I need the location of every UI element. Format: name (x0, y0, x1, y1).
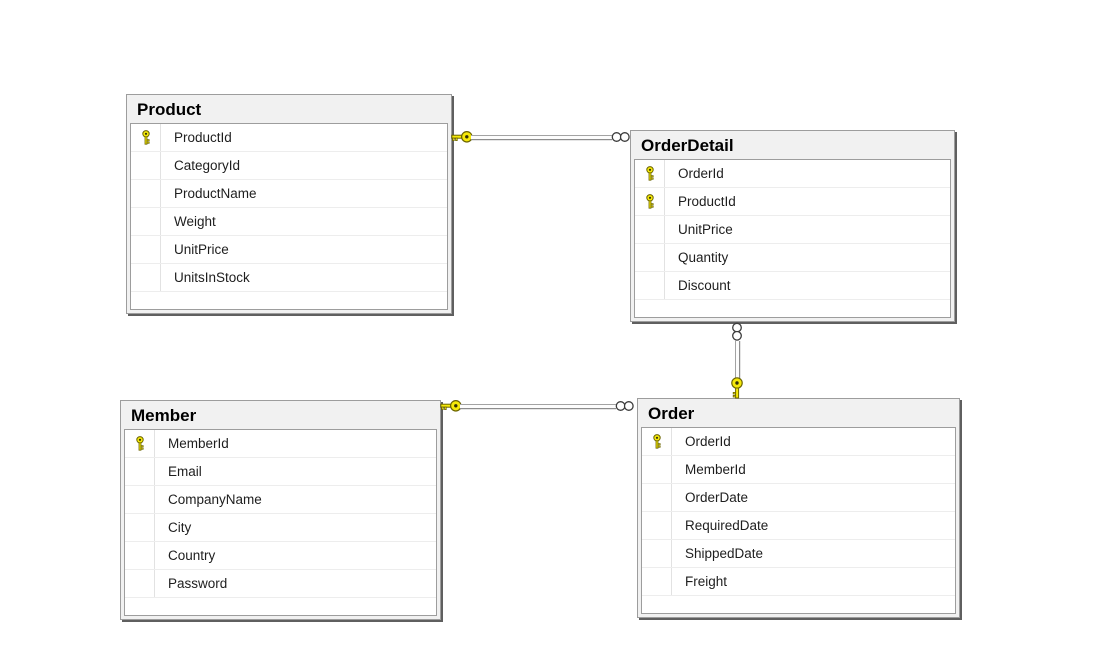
column-name: UnitsInStock (174, 270, 250, 285)
key-cell (642, 568, 672, 595)
table-grid-order: OrderId MemberId (641, 427, 956, 614)
many-side-infinity-icon (615, 401, 634, 411)
column-row[interactable]: City (125, 514, 436, 542)
key-cell (635, 244, 665, 271)
key-cell (125, 542, 155, 569)
table-title-order[interactable]: Order (648, 404, 695, 423)
column-row[interactable]: CompanyName (125, 486, 436, 514)
column-name: UnitPrice (678, 222, 733, 237)
key-cell (642, 484, 672, 511)
column-row[interactable]: Freight (642, 568, 955, 596)
column-row[interactable]: Quantity (635, 244, 950, 272)
column-row[interactable]: OrderId (642, 428, 955, 456)
column-name: Country (168, 548, 216, 563)
key-cell (635, 216, 665, 243)
table-order[interactable]: Order OrderId (637, 398, 960, 618)
column-row[interactable]: UnitPrice (131, 236, 447, 264)
table-title-product[interactable]: Product (137, 100, 202, 119)
one-side-key-icon (731, 377, 743, 399)
table-orderdetail[interactable]: OrderDetail OrderId (630, 130, 955, 322)
column-row[interactable]: Email (125, 458, 436, 486)
key-cell (131, 152, 161, 179)
key-cell (642, 456, 672, 483)
primary-key-icon (645, 194, 654, 209)
column-row[interactable]: Discount (635, 272, 950, 300)
key-cell (642, 540, 672, 567)
column-row[interactable]: MemberId (125, 430, 436, 458)
key-cell (125, 570, 155, 597)
primary-key-icon (652, 434, 661, 449)
key-cell (131, 124, 161, 151)
column-name: MemberId (168, 436, 229, 451)
one-side-key-icon (451, 131, 473, 143)
table-grid-orderdetail: OrderId ProductId (634, 159, 951, 318)
column-name: CategoryId (174, 158, 241, 173)
key-cell (635, 188, 665, 215)
column-row[interactable]: MemberId (642, 456, 955, 484)
column-row[interactable]: OrderDate (642, 484, 955, 512)
table-title-member[interactable]: Member (131, 406, 197, 425)
relationship-line-product-orderdetail[interactable] (471, 135, 612, 140)
column-row[interactable]: ProductName (131, 180, 447, 208)
column-row[interactable]: UnitPrice (635, 216, 950, 244)
relationship-line-member-order[interactable] (460, 404, 616, 409)
table-title-orderdetail[interactable]: OrderDetail (641, 136, 734, 155)
column-name: Discount (678, 278, 731, 293)
column-name: ProductId (678, 194, 736, 209)
column-row[interactable]: UnitsInStock (131, 264, 447, 292)
column-name: ProductName (174, 186, 257, 201)
column-name: CompanyName (168, 492, 262, 507)
column-name: Quantity (678, 250, 729, 265)
column-name: ShippedDate (685, 546, 764, 561)
column-name: City (168, 520, 192, 535)
column-name: Freight (685, 574, 728, 589)
key-cell (125, 514, 155, 541)
key-cell (131, 264, 161, 291)
key-cell (642, 428, 672, 455)
column-row[interactable]: ProductId (131, 124, 447, 152)
key-cell (635, 160, 665, 187)
key-cell (642, 512, 672, 539)
column-name: Weight (174, 214, 216, 229)
key-cell (131, 180, 161, 207)
column-row[interactable]: Weight (131, 208, 447, 236)
table-grid-member: MemberId Email (124, 429, 437, 616)
column-name: RequiredDate (685, 518, 769, 533)
table-product[interactable]: Product ProductId (126, 94, 452, 314)
primary-key-icon (135, 436, 144, 451)
column-name: Password (168, 576, 228, 591)
column-row[interactable]: RequiredDate (642, 512, 955, 540)
relationship-line-order-orderdetail[interactable] (735, 341, 740, 379)
column-name: ProductId (174, 130, 232, 145)
column-row[interactable]: OrderId (635, 160, 950, 188)
table-member[interactable]: Member MemberId (120, 400, 441, 620)
column-name: OrderId (685, 434, 731, 449)
one-side-key-icon (440, 400, 462, 412)
column-name: OrderDate (685, 490, 749, 505)
key-cell (125, 486, 155, 513)
column-row[interactable]: Country (125, 542, 436, 570)
primary-key-icon (141, 130, 150, 145)
key-cell (635, 272, 665, 299)
column-name: OrderId (678, 166, 724, 181)
column-name: UnitPrice (174, 242, 229, 257)
primary-key-icon (645, 166, 654, 181)
table-grid-product: ProductId CategoryId (130, 123, 448, 310)
key-cell (131, 236, 161, 263)
column-name: MemberId (685, 462, 746, 477)
key-cell (131, 208, 161, 235)
column-row[interactable]: Password (125, 570, 436, 598)
key-cell (125, 430, 155, 457)
many-side-infinity-icon (732, 322, 742, 341)
column-row[interactable]: CategoryId (131, 152, 447, 180)
key-cell (125, 458, 155, 485)
column-row[interactable]: ShippedDate (642, 540, 955, 568)
column-row[interactable]: ProductId (635, 188, 950, 216)
many-side-infinity-icon (611, 132, 630, 142)
column-name: Email (168, 464, 202, 479)
